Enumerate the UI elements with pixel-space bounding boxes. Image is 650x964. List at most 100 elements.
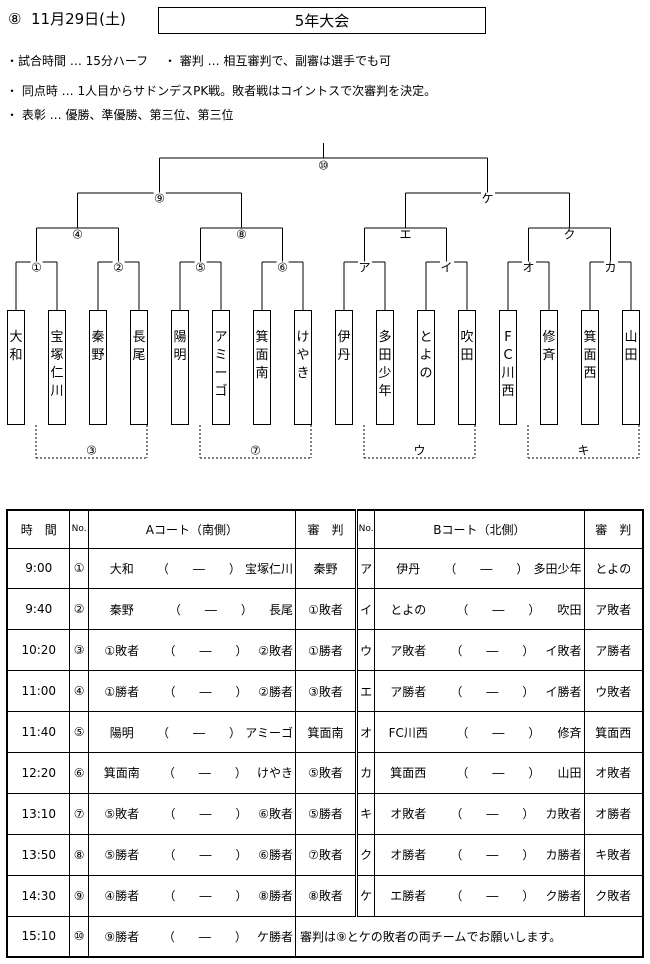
match-time: 11:00 bbox=[6, 670, 71, 713]
team-left: オ勝者 bbox=[390, 848, 427, 863]
match-time: 13:50 bbox=[6, 833, 71, 876]
match-a: 秦野 （ ― ） 長尾 bbox=[87, 588, 297, 631]
match-a: 陽明 （ ― ） アミーゴ bbox=[87, 711, 297, 753]
match-no-a: ⑦ bbox=[69, 792, 89, 835]
team-right: 多田少年 bbox=[533, 561, 582, 576]
team-left: 陽明 bbox=[109, 725, 134, 740]
team-left: 伊丹 bbox=[396, 561, 421, 576]
team-right: ⑥勝者 bbox=[258, 848, 294, 863]
team-left: エ勝者 bbox=[390, 889, 427, 904]
final-label: ⑩ bbox=[317, 158, 330, 173]
referee-a: ⑤敗者 bbox=[295, 751, 358, 794]
referee-b: ウ敗者 bbox=[583, 670, 644, 713]
col-court-a: Aコート（南側） bbox=[87, 509, 297, 549]
referee-a: ⑦敗者 bbox=[295, 833, 358, 876]
schedule-table: 時 間 No. Aコート（南側） 審 判 No. Bコート（北側） 審 判 9:… bbox=[6, 509, 644, 958]
score-blank: （ ― ） bbox=[456, 725, 541, 740]
match-time: 14:30 bbox=[6, 874, 71, 917]
score-blank: （ ― ） bbox=[450, 889, 535, 904]
team-left: ①敗者 bbox=[104, 643, 140, 658]
team-left: ⑤勝者 bbox=[104, 848, 140, 863]
team-left: とよの bbox=[390, 602, 427, 617]
match-b: 伊丹 （ ― ） 多田少年 bbox=[374, 547, 585, 590]
consolation-label: ③ bbox=[85, 443, 98, 458]
referee-b: ア勝者 bbox=[583, 629, 644, 672]
team-name: とよの bbox=[419, 330, 433, 381]
team-right: けやき bbox=[257, 766, 294, 781]
score-blank: （ ― ） bbox=[163, 807, 248, 822]
team-right: 吹田 bbox=[557, 602, 582, 617]
note-awards: ・ 表彰 … 優勝、準優勝、第三位、第三位 bbox=[6, 108, 234, 122]
team-box: アミーゴ bbox=[212, 310, 230, 425]
score-blank: （ ― ） bbox=[444, 561, 529, 576]
referee-a: ⑤勝者 bbox=[295, 792, 358, 835]
match-no-b: オ bbox=[355, 711, 376, 753]
score-blank: （ ― ） bbox=[163, 684, 248, 699]
header-date: ⑧ 11月29日(土) bbox=[8, 8, 126, 29]
consolation-label: キ bbox=[576, 443, 591, 458]
team-box: 長尾 bbox=[130, 310, 148, 425]
referee-a: 箕面南 bbox=[295, 711, 358, 753]
score-blank: （ ― ） bbox=[162, 766, 247, 781]
team-left: 箕面西 bbox=[390, 766, 427, 781]
team-box: けやき bbox=[294, 310, 312, 425]
score-blank: （ ― ） bbox=[456, 602, 541, 617]
referee-b: とよの bbox=[583, 547, 644, 590]
match-b: FC川西 （ ― ） 修斉 bbox=[374, 711, 585, 753]
round1-label: イ bbox=[439, 260, 454, 275]
team-right: カ敗者 bbox=[545, 807, 582, 822]
team-box: 修斉 bbox=[540, 310, 558, 425]
match-a: ⑨勝者 （ ― ） ケ勝者 bbox=[87, 915, 297, 958]
score-blank: （ ― ） bbox=[156, 561, 241, 576]
round2-label: ⑧ bbox=[235, 227, 248, 242]
page-title-text: 5年大会 bbox=[294, 12, 350, 30]
match-no-b: イ bbox=[355, 588, 376, 631]
score-blank: （ ― ） bbox=[163, 643, 248, 658]
team-left: FC川西 bbox=[388, 725, 428, 740]
match-a: 箕面南 （ ― ） けやき bbox=[87, 751, 297, 794]
match-no-a: ② bbox=[69, 588, 89, 631]
score-blank: （ ― ） bbox=[456, 766, 541, 781]
match-no-b: キ bbox=[355, 792, 376, 835]
table-row: 13:50 ⑧ ⑤勝者 （ ― ） ⑥勝者 ⑦敗者 ク オ勝者 （ ― ） カ勝… bbox=[6, 833, 644, 876]
team-name: 吹田 bbox=[460, 330, 474, 363]
team-left: 秦野 bbox=[109, 602, 134, 617]
round1-label: ① bbox=[30, 260, 43, 275]
table-row: 9:00 ① 大和 （ ― ） 宝塚仁川 秦野 ア 伊丹 （ ― ） 多田少年 … bbox=[6, 547, 644, 590]
team-name: 多田少年 bbox=[378, 330, 392, 399]
col-no-a: No. bbox=[69, 509, 89, 549]
match-b: とよの （ ― ） 吹田 bbox=[374, 588, 585, 631]
round1-label: オ bbox=[521, 260, 536, 275]
referee-a: ⑧敗者 bbox=[295, 874, 358, 917]
match-time: 10:20 bbox=[6, 629, 71, 672]
col-referee-a: 審 判 bbox=[295, 509, 358, 549]
match-no-b: ク bbox=[355, 833, 376, 876]
table-row: 12:20 ⑥ 箕面南 （ ― ） けやき ⑤敗者 カ 箕面西 （ ― ） 山田… bbox=[6, 751, 644, 794]
table-row: 11:40 ⑤ 陽明 （ ― ） アミーゴ 箕面南 オ FC川西 （ ― ） 修… bbox=[6, 711, 644, 753]
referee-b: ク敗者 bbox=[583, 874, 644, 917]
match-no-a: ① bbox=[69, 547, 89, 590]
team-box: 吹田 bbox=[458, 310, 476, 425]
team-right: 宝塚仁川 bbox=[245, 561, 294, 576]
team-right: カ勝者 bbox=[545, 848, 582, 863]
team-name: 秦野 bbox=[91, 330, 105, 363]
team-left: ⑤敗者 bbox=[104, 807, 140, 822]
table-row: 9:40 ② 秦野 （ ― ） 長尾 ①敗者 イ とよの （ ― ） 吹田 ア敗… bbox=[6, 588, 644, 631]
match-no-b: ウ bbox=[355, 629, 376, 672]
score-blank: （ ― ） bbox=[450, 848, 535, 863]
match-b: 箕面西 （ ― ） 山田 bbox=[374, 751, 585, 794]
match-no-a: ③ bbox=[69, 629, 89, 672]
referee-a: ①勝者 bbox=[295, 629, 358, 672]
match-time: 15:10 bbox=[6, 915, 71, 958]
team-box: 大和 bbox=[7, 310, 25, 425]
match-a: ①敗者 （ ― ） ②敗者 bbox=[87, 629, 297, 672]
referee-b: 箕面西 bbox=[583, 711, 644, 753]
team-left: ア敗者 bbox=[390, 643, 427, 658]
col-court-b: Bコート（北側） bbox=[374, 509, 585, 549]
referee-b: キ敗者 bbox=[583, 833, 644, 876]
team-left: ④勝者 bbox=[104, 889, 140, 904]
team-left: ア勝者 bbox=[390, 684, 427, 699]
team-box: 伊丹 bbox=[335, 310, 353, 425]
match-a: ⑤敗者 （ ― ） ⑥敗者 bbox=[87, 792, 297, 835]
referee-a: ③敗者 bbox=[295, 670, 358, 713]
